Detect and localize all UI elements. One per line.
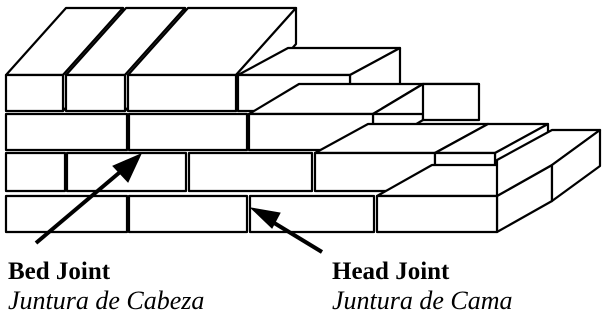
brick (187, 151, 314, 193)
bed-joint-arrow (34, 153, 143, 245)
brick-row-4 (4, 6, 402, 113)
brick (4, 112, 129, 152)
brick-row-3 (4, 82, 481, 152)
brick (127, 194, 249, 234)
head-joint-spanish: Juntura de Cama (332, 286, 513, 315)
brick (4, 194, 129, 234)
brick-row-1 (4, 128, 602, 234)
brick (65, 151, 188, 193)
brick (495, 128, 602, 203)
bed-joint-spanish: Juntura de Cabeza (8, 286, 205, 315)
bed-joint-label: Bed Joint Juntura de Cabeza (8, 258, 204, 316)
brick (4, 151, 67, 193)
head-joint-arrow (249, 207, 324, 254)
bed-joint-english: Bed Joint (8, 258, 111, 285)
brick (127, 112, 249, 152)
brick (371, 82, 481, 122)
head-joint-label: Head Joint Juntura de Cama (332, 258, 513, 316)
head-joint-english: Head Joint (332, 258, 450, 285)
